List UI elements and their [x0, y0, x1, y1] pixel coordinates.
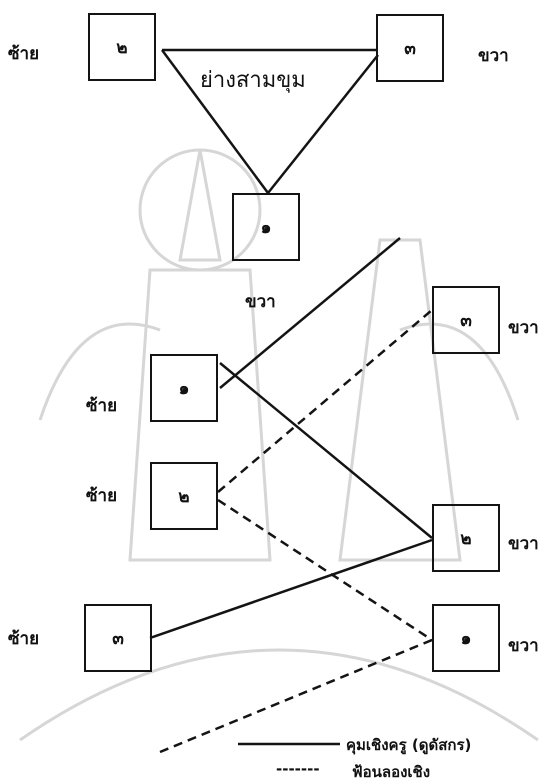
triangle-left-label: ซ้าย [8, 44, 40, 64]
dashed-line-2-to-1 [217, 498, 433, 642]
solid-line-1-up [219, 237, 401, 389]
watermark-pagoda-left [128, 268, 272, 562]
watermark-flourish-right [399, 322, 520, 421]
left-box-2: ๒ [150, 462, 218, 530]
watermark-flourish-left [38, 322, 161, 421]
legend-dashed-prefix: ------- [276, 760, 320, 778]
triangle-left-box: ๒ [88, 13, 156, 81]
legend-solid-label: คุมเชิงครู (ดูดัสกร) [346, 736, 472, 754]
right-box-3: ๓ [432, 286, 500, 354]
dashed-line-2-to-3 [217, 309, 433, 493]
left-box-3: ๓ [84, 604, 152, 672]
left-box-1: ๑ [150, 354, 218, 422]
solid-line-3-to-2 [149, 538, 433, 640]
left-label-2: ซ้าย [86, 486, 118, 506]
watermark-arc [19, 648, 539, 742]
dashed-line-1-down [159, 638, 433, 754]
right-box-1: ๑ [432, 604, 500, 672]
right-label-2: ขวา [508, 534, 539, 554]
right-label-1: ขวา [508, 636, 539, 656]
solid-line-1-to-2 [219, 362, 433, 539]
triangle-right-box: ๓ [376, 14, 444, 82]
triangle-right-label: ขวา [478, 46, 509, 66]
watermark-crown [178, 149, 222, 262]
left-label-3: ซ้าย [8, 629, 40, 649]
right-label-3: ขวา [508, 318, 539, 338]
triangle-bottom-box: ๑ [232, 193, 300, 261]
triangle-left-edge [160, 49, 270, 194]
right-box-2: ๒ [432, 504, 500, 572]
triangle-right-edge [267, 54, 379, 194]
triangle-title: ย่างสามขุม [200, 68, 306, 93]
triangle-bottom-label: ขวา [245, 292, 276, 312]
watermark-pagoda-right [338, 238, 462, 562]
left-label-1: ซ้าย [86, 396, 118, 416]
legend-dashed-label: ฟ้อนลองเชิง [352, 763, 431, 781]
